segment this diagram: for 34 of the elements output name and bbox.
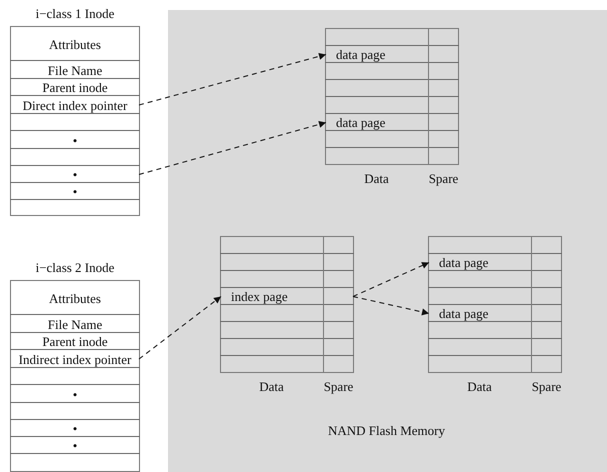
table-row: •	[11, 183, 139, 200]
column-label: Data	[258, 379, 285, 395]
table-row: data page	[429, 254, 561, 271]
table-row: Direct index pointer	[11, 96, 139, 114]
table-row: •	[11, 386, 139, 402]
column-label: Spare	[323, 379, 354, 395]
table-heading: i−class 2 Inode	[34, 260, 116, 276]
column-label: Spare	[428, 171, 459, 187]
table-row: Attributes	[11, 290, 139, 306]
dashed-arrow	[352, 296, 430, 316]
column-label: Spare	[531, 379, 562, 395]
table-row: Parent inode	[11, 79, 139, 96]
table-row: File Name	[11, 62, 139, 78]
table-row: data page	[326, 114, 458, 131]
table-row: Parent inode	[11, 333, 139, 350]
memory-region	[168, 10, 607, 472]
dashed-arrow	[138, 121, 326, 175]
table-row: •	[11, 437, 139, 454]
column-label: Data	[466, 379, 493, 395]
dashed-arrow	[138, 52, 326, 106]
table-row: File Name	[11, 316, 139, 332]
table-heading: i−class 1 Inode	[34, 6, 116, 22]
table-row: Indirect index pointer	[11, 350, 139, 368]
table-row: •	[11, 420, 139, 437]
dashed-arrow	[352, 262, 430, 297]
table-row: •	[11, 166, 139, 183]
table-row: data page	[326, 46, 458, 63]
table-row: Attributes	[11, 36, 139, 52]
table-row: index page	[221, 288, 353, 305]
table-row: data page	[429, 305, 561, 322]
table-row: •	[11, 132, 139, 148]
column-label: Data	[363, 171, 390, 187]
dashed-arrow	[138, 296, 222, 360]
region-label: NAND Flash Memory	[328, 423, 445, 439]
